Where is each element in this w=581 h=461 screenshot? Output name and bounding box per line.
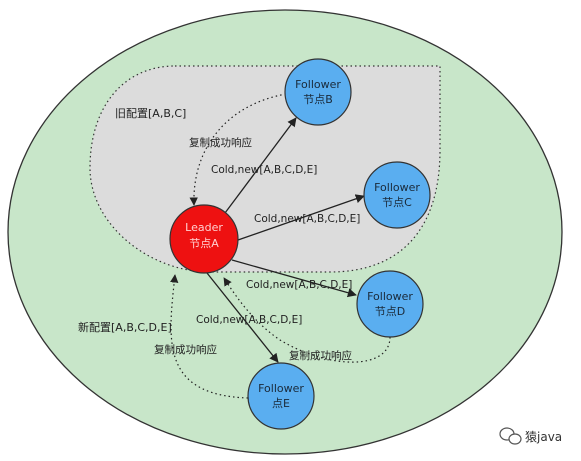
node-leader: Leader 节点A [169, 204, 239, 274]
ack-arrow-b [189, 93, 287, 206]
node-c-name: 节点C [382, 196, 412, 209]
node-d-name: 节点D [375, 305, 405, 318]
edge-label-to-e: Cold,new[A,B,C,D,E] [196, 314, 302, 326]
leader-role: Leader [185, 221, 223, 234]
node-c: Follower 节点C [363, 161, 431, 229]
node-b-role: Follower [295, 78, 341, 91]
arrow-leader-to-d [231, 259, 357, 298]
arrow-leader-to-b [224, 117, 297, 214]
edge-label-to-d: Cold,new[A,B,C,D,E] [246, 279, 352, 291]
ack-label-b: 复制成功响应 [189, 136, 252, 149]
leader-name: 节点A [189, 237, 219, 250]
node-d-role: Follower [367, 290, 413, 303]
old-config-label: 旧配置[A,B,C] [115, 107, 186, 120]
node-b: Follower 节点B [284, 58, 352, 126]
edge-label-to-c: Cold,new[A,B,C,D,E] [254, 213, 360, 225]
watermark-text: 猿java [525, 429, 562, 444]
wechat-icon [499, 427, 522, 445]
node-e: Follower 点E [247, 362, 315, 430]
ack-label-d: 复制成功响应 [289, 349, 352, 362]
ack-label-e: 复制成功响应 [154, 343, 217, 356]
edge-label-to-b: Cold,new[A,B,C,D,E] [211, 164, 317, 176]
new-config-label: 新配置[A,B,C,D,E] [78, 320, 172, 334]
node-e-name: 点E [272, 397, 290, 410]
node-d: Follower 节点D [356, 270, 424, 338]
node-e-role: Follower [258, 382, 304, 395]
watermark: 猿java [499, 427, 562, 445]
arrow-leader-to-c [237, 194, 365, 241]
node-c-role: Follower [374, 181, 420, 194]
ack-arrow-e [170, 274, 249, 399]
arrow-leader-to-e [206, 272, 279, 363]
node-b-name: 节点B [303, 93, 333, 106]
